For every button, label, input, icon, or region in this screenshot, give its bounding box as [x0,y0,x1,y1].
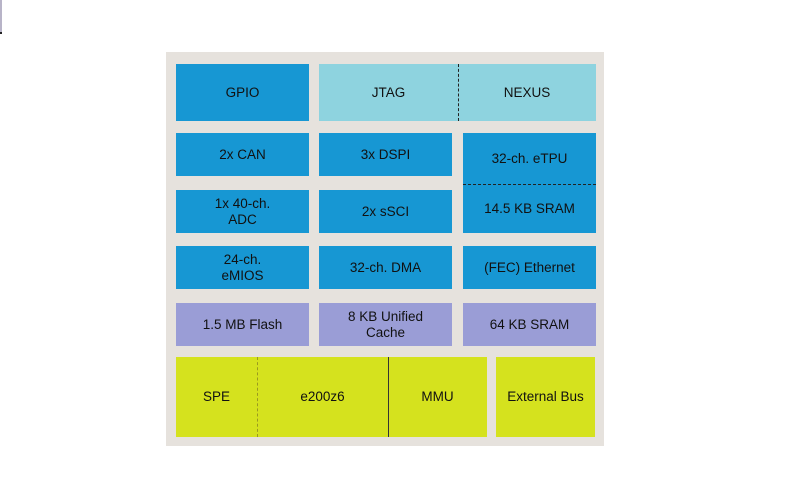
emios-label-line2: eMIOS [221,267,264,283]
cpu-core-block: e200z6 [257,357,388,437]
flash-block: 1.5 MB Flash [176,303,309,346]
can-block: 2x CAN [176,133,309,176]
can-label: 2x CAN [219,146,266,162]
cache-label-line1: 8 KB Unified [347,308,424,324]
spe-block: SPE [176,357,257,437]
dspi-block: 3x DSPI [319,133,452,176]
nexus-block: NEXUS [458,64,596,121]
jtag-block: JTAG [319,64,458,121]
sram-label: 64 KB SRAM [489,316,570,332]
edge-artifact [0,0,2,33]
external-bus-block: External Bus [496,357,595,437]
etpu-label: 32-ch. eTPU [491,150,568,166]
mmu-block: MMU [388,357,487,437]
cpu-mmu-divider [388,357,389,437]
adc-block: 1x 40-ch.ADC [176,190,309,233]
emios-block: 24-ch.eMIOS [176,246,309,289]
etpu-sram-block: 14.5 KB SRAM [463,184,596,233]
gpio-block: GPIO [176,64,309,121]
sram-block: 64 KB SRAM [463,303,596,346]
jtag-nexus-divider [458,64,459,121]
ethernet-label: (FEC) Ethernet [484,259,575,275]
etpu-sram-label: 14.5 KB SRAM [484,200,575,216]
edge-artifact-tip [0,32,2,34]
dspi-label: 3x DSPI [360,146,411,162]
gpio-label: GPIO [225,84,260,100]
adc-label-line1: 1x 40-ch. [214,195,271,211]
flash-label: 1.5 MB Flash [202,316,283,332]
nexus-label: NEXUS [503,84,551,100]
cache-label-line2: Cache [365,324,406,340]
etpu-sram-divider [463,184,596,185]
ethernet-block: (FEC) Ethernet [463,246,596,289]
spe-cpu-divider [257,357,258,437]
dma-block: 32-ch. DMA [319,246,452,289]
dma-label: 32-ch. DMA [349,259,422,275]
external-bus-label: External Bus [507,389,584,404]
ssci-label: 2x sSCI [361,203,410,219]
emios-label-line1: 24-ch. [223,251,262,267]
mmu-label: MMU [421,389,454,404]
ssci-block: 2x sSCI [319,190,452,233]
adc-label-line2: ADC [228,211,257,227]
cpu-core-label: e200z6 [300,389,345,404]
jtag-label: JTAG [371,84,406,100]
etpu-block: 32-ch. eTPU [463,133,596,184]
spe-label: SPE [202,389,230,404]
